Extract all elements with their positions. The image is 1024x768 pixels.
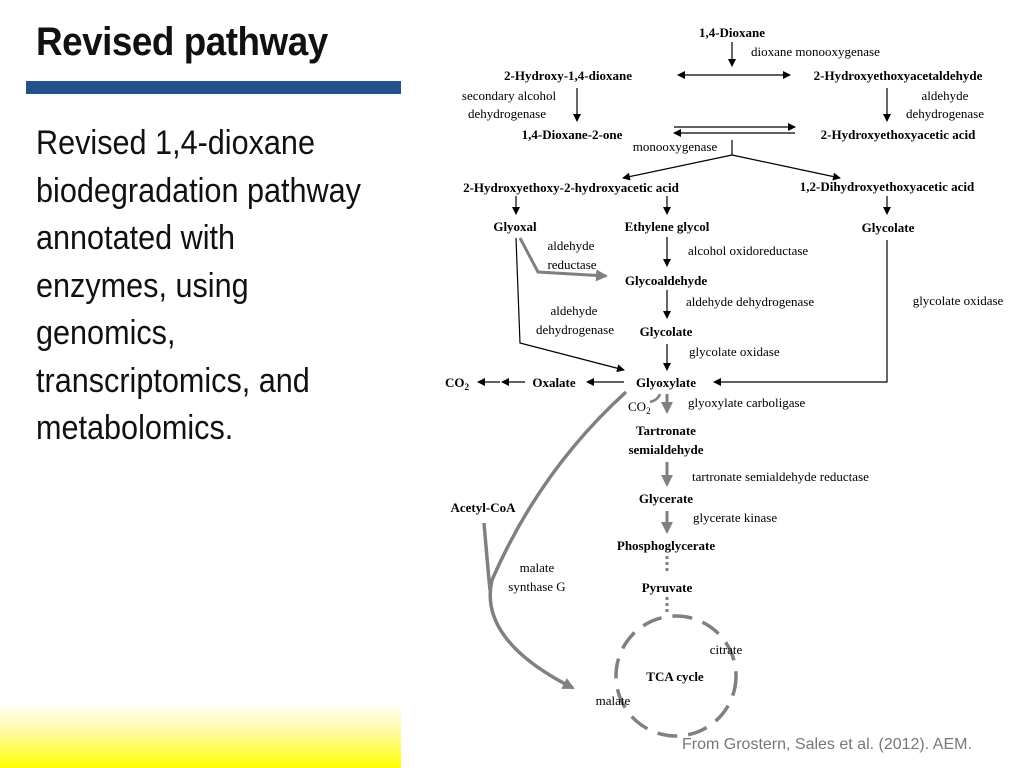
node-1-4-dioxane: 1,4-Dioxane xyxy=(699,25,765,40)
node-oxalate: Oxalate xyxy=(532,375,576,390)
node-malate: malate xyxy=(596,693,631,708)
node-glycerate: Glycerate xyxy=(639,491,693,506)
node-2-hydroxyethoxy-2-hydroxyacetic-acid: 2-Hydroxyethoxy-2-hydroxyacetic acid xyxy=(463,180,680,195)
enzyme-aldehyde-dehydrogenase: aldehyde dehydrogenase xyxy=(686,294,814,309)
node-glyoxal: Glyoxal xyxy=(493,219,537,234)
node-glycoaldehyde: Glycoaldehyde xyxy=(625,273,708,288)
enzyme-dioxane-monooxygenase: dioxane monooxygenase xyxy=(751,44,880,59)
enzyme-monooxygenase: monooxygenase xyxy=(633,139,718,154)
arrow-acid-right-branch xyxy=(731,154,841,181)
enzyme-aldehyde-top: aldehyde xyxy=(922,88,969,103)
slide-title: Revised pathway xyxy=(36,20,328,64)
enzyme-aldehyde-dehydrogenase-left: dehydrogenase xyxy=(536,322,614,337)
tca-cycle-circle xyxy=(614,614,738,738)
black-arrows xyxy=(477,42,891,386)
enzyme-aldehyde-dehydrogenase-top: dehydrogenase xyxy=(906,106,984,121)
enzyme-glycolate-oxidase-mid: glycolate oxidase xyxy=(689,344,780,359)
enzyme-aldehyde-left: aldehyde xyxy=(551,303,598,318)
enzyme-malate-synthase-g: synthase G xyxy=(508,579,565,594)
enzyme-glycerate-kinase: glycerate kinase xyxy=(693,510,777,525)
gray-arrows xyxy=(482,237,673,690)
gray-arc-co2-release xyxy=(649,393,662,404)
node-acetyl-coa: Acetyl-CoA xyxy=(451,500,517,515)
node-2-hydroxy-1-4-dioxane: 2-Hydroxy-1,4-dioxane xyxy=(504,68,632,83)
node-glycolate-right: Glycolate xyxy=(862,220,915,235)
arrow-glyoxal-to-glyoxylate xyxy=(515,237,625,373)
enzyme-labels: dioxane monooxygenase secondary alcohol … xyxy=(462,44,1004,594)
node-tartronate: Tartronate xyxy=(636,423,696,438)
yellow-gradient-footer xyxy=(0,703,401,768)
node-1-2-dihydroxyethoxyacetic-acid: 1,2-Dihydroxyethoxyacetic acid xyxy=(800,179,975,194)
enzyme-tartronate-semialdehyde-reductase: tartronate semialdehyde reductase xyxy=(692,469,869,484)
title-underline-bar xyxy=(26,81,401,94)
gray-arrow-glyoxal-glycoaldehyde xyxy=(518,237,608,282)
node-ethylene-glycol: Ethylene glycol xyxy=(625,219,710,234)
node-tartronate-semialdehyde: semialdehyde xyxy=(628,442,703,457)
node-2-hydroxyethoxyacetaldehyde: 2-Hydroxyethoxyacetaldehyde xyxy=(814,68,983,83)
node-tca-cycle: TCA cycle xyxy=(646,669,704,684)
node-pyruvate: Pyruvate xyxy=(642,580,693,595)
node-1-4-dioxane-2-one: 1,4-Dioxane-2-one xyxy=(522,127,623,142)
arrow-acid-left-branch xyxy=(622,154,733,181)
gray-line-acetyl-coa-join xyxy=(482,522,492,591)
node-phosphoglycerate: Phosphoglycerate xyxy=(617,538,715,553)
node-co2-mid: CO2 xyxy=(628,399,651,416)
enzyme-aldehyde-reductase-2: reductase xyxy=(547,257,596,272)
enzyme-alcohol-oxidoreductase: alcohol oxidoreductase xyxy=(688,243,808,258)
citation-text: From Grostern, Sales et al. (2012). AEM. xyxy=(682,736,972,753)
enzyme-glyoxylate-carboligase: glyoxylate carboligase xyxy=(688,395,806,410)
enzyme-malate: malate xyxy=(520,560,555,575)
arrow-glycolate-oxidase-right xyxy=(713,240,888,386)
compound-labels: 1,4-Dioxane 2-Hydroxy-1,4-dioxane 2-Hydr… xyxy=(445,25,983,708)
node-glycolate-mid: Glycolate xyxy=(640,324,693,339)
node-citrate: citrate xyxy=(710,642,743,657)
node-glyoxylate: Glyoxylate xyxy=(636,375,696,390)
enzyme-aldehyde-reductase-1: aldehyde xyxy=(548,238,595,253)
enzyme-secondary-alcohol-dehydrogenase: dehydrogenase xyxy=(468,106,546,121)
gray-curve-glyoxylate-to-malate xyxy=(488,390,628,690)
node-co2-left: CO2 xyxy=(445,375,470,392)
node-2-hydroxyethoxyacetic-acid: 2-Hydroxyethoxyacetic acid xyxy=(821,127,976,142)
enzyme-secondary-alcohol: secondary alcohol xyxy=(462,88,557,103)
enzyme-glycolate-oxidase-right: glycolate oxidase xyxy=(913,293,1004,308)
slide-body-text: Revised 1,4-dioxane biodegradation pathw… xyxy=(36,124,361,447)
